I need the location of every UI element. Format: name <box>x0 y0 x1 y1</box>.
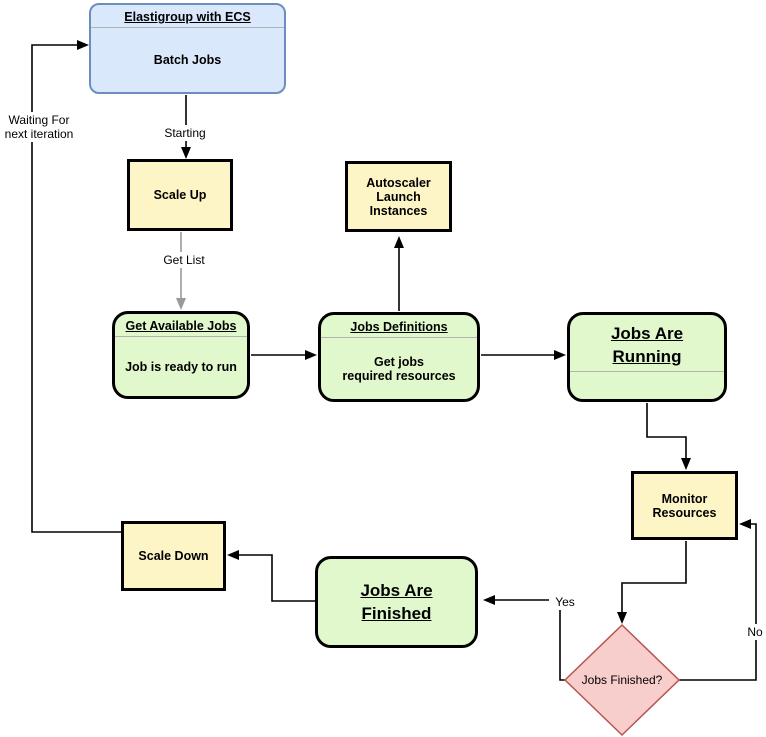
edge-label-no: No <box>741 624 766 640</box>
edge-running-to-monitor <box>646 403 691 470</box>
decision-label: Jobs Finished? <box>581 673 663 687</box>
edge-yes <box>483 595 565 681</box>
edge-definitions-to-running <box>481 350 566 360</box>
node-scale-down: Scale Down <box>121 521 226 591</box>
node-autoscaler: Autoscaler Launch Instances <box>345 161 452 232</box>
node-jobs-definitions: Jobs Definitions Get jobs required resou… <box>318 312 480 402</box>
edge-label-starting: Starting <box>156 125 214 141</box>
node-divider <box>91 27 284 28</box>
edge-jobs-to-definitions <box>251 350 317 360</box>
edge-no-loop <box>679 519 757 681</box>
edge-get-list <box>176 232 186 310</box>
node-jobs-are-running-body <box>570 372 724 399</box>
node-divider <box>570 371 724 372</box>
edge-label-waiting: Waiting For next iteration <box>0 112 78 142</box>
node-divider <box>321 337 477 338</box>
node-jobs-are-finished: Jobs Are Finished <box>315 556 478 648</box>
node-autoscaler-label: Autoscaler Launch Instances <box>366 175 431 218</box>
node-jobs-definitions-title: Jobs Definitions <box>350 320 448 334</box>
node-monitor-resources-label: Monitor Resources <box>652 491 717 520</box>
node-jobs-definitions-body: Get jobs required resources <box>342 354 456 383</box>
edge-waiting-loop <box>31 40 121 533</box>
node-get-available-jobs: Get Available Jobs Job is ready to run <box>112 311 250 399</box>
node-elastigroup: Elastigroup with ECS Batch Jobs <box>89 3 286 94</box>
edge-monitor-to-decision <box>617 541 687 624</box>
edge-finished-to-scaledown <box>227 550 315 602</box>
node-get-available-jobs-title: Get Available Jobs <box>125 319 237 333</box>
node-scale-up: Scale Up <box>127 159 233 231</box>
node-divider <box>115 336 247 337</box>
edge-label-get-list: Get List <box>154 252 214 268</box>
node-scale-up-label: Scale Up <box>153 188 207 202</box>
node-monitor-resources: Monitor Resources <box>631 471 738 540</box>
node-get-available-jobs-body: Job is ready to run <box>125 359 237 374</box>
node-elastigroup-body: Batch Jobs <box>153 53 222 67</box>
edge-label-yes: Yes <box>549 594 581 610</box>
node-elastigroup-title: Elastigroup with ECS <box>124 10 251 24</box>
decision-diamond <box>563 623 681 737</box>
node-scale-down-label: Scale Down <box>138 549 209 563</box>
node-jobs-are-running-title: Jobs Are Running <box>610 324 684 366</box>
edge-definitions-to-autoscaler <box>394 236 404 311</box>
node-jobs-are-running: Jobs Are Running <box>567 312 727 402</box>
node-jobs-are-finished-title: Jobs Are Finished <box>360 581 433 623</box>
